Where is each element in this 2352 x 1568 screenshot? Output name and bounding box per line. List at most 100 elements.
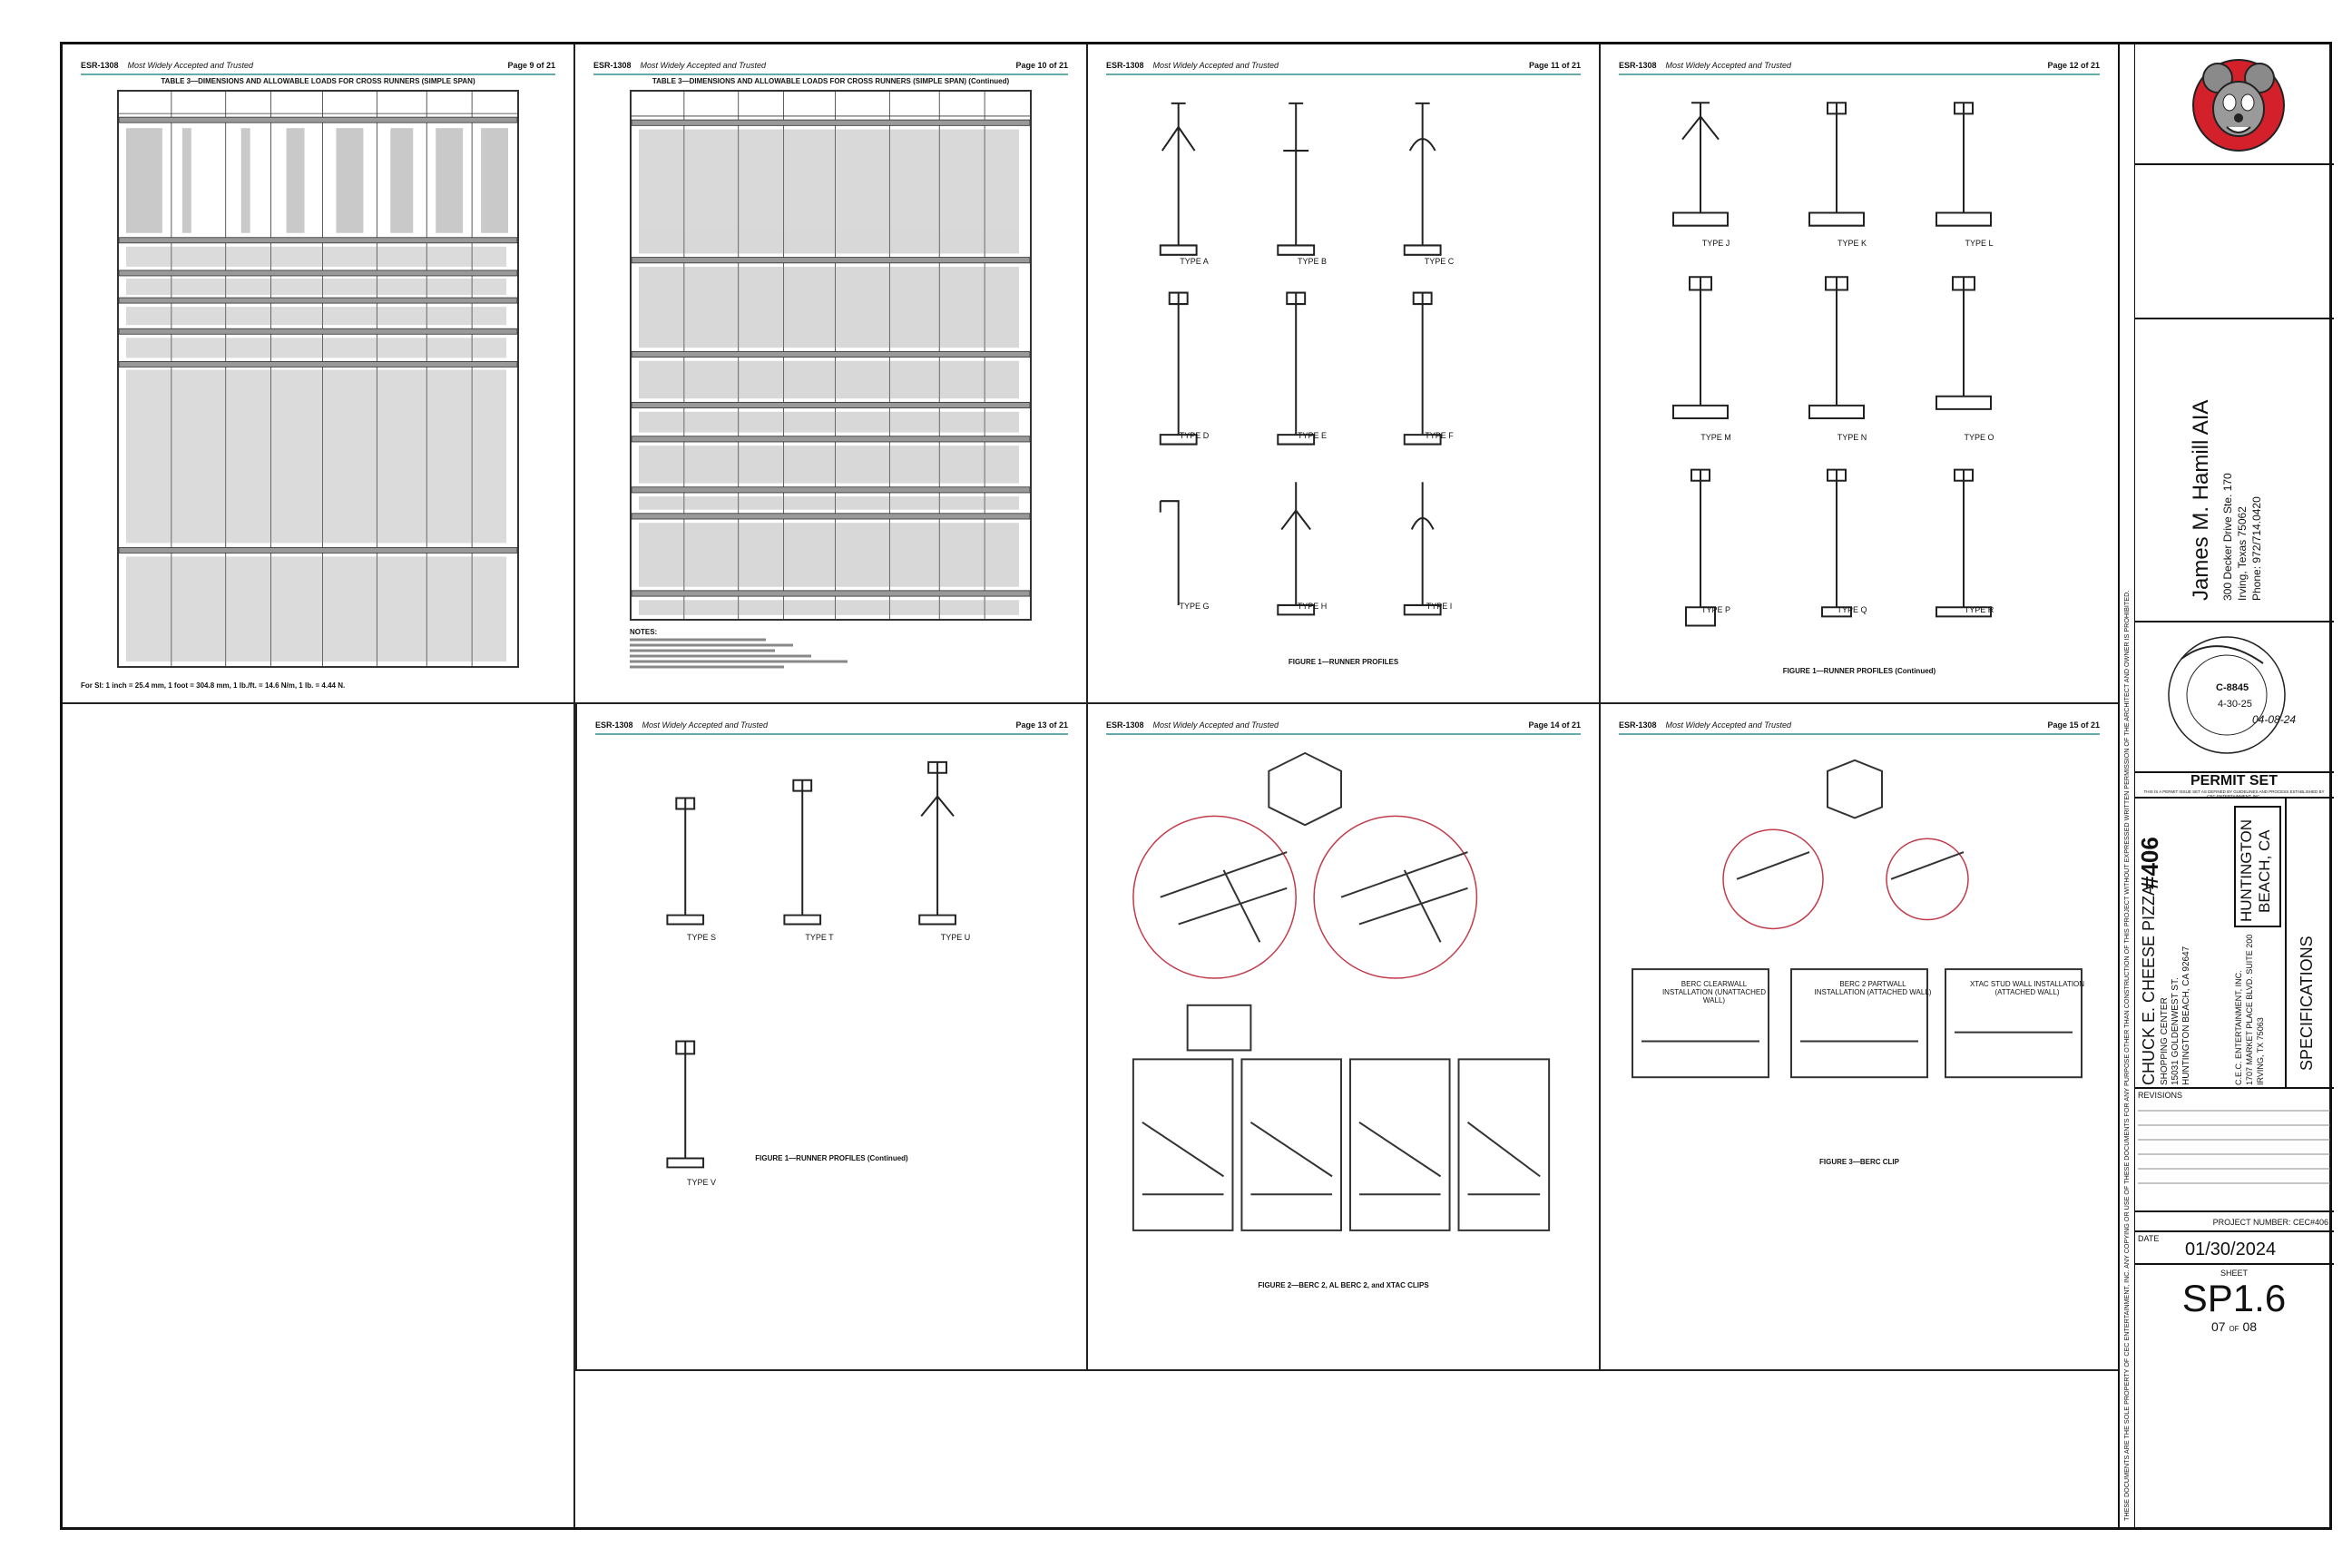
tagline: Most Widely Accepted and Trusted	[127, 61, 254, 70]
date-label: DATE	[2138, 1234, 2160, 1243]
sheet-of: 07 OF 08	[2134, 1319, 2334, 1337]
stamp-exp: 4-30-25	[2218, 699, 2252, 710]
esr-number: ESR-1308	[595, 720, 633, 730]
page-number: Page 14 of 21	[1528, 720, 1581, 730]
figure-caption: FIGURE 2—BERC 2, AL BERC 2, and XTAC CLI…	[1258, 1281, 1429, 1289]
page-header: ESR-1308 Most Widely Accepted and Truste…	[1619, 717, 2100, 735]
page-number: Page 12 of 21	[2047, 61, 2100, 70]
page-9-panel: ESR-1308 Most Widely Accepted and Truste…	[63, 44, 575, 704]
stamp-section: C-8845 4-30-25 04-08-24	[2134, 622, 2334, 773]
sheet-of-word: OF	[2229, 1325, 2239, 1333]
tagline: Most Widely Accepted and Trusted	[642, 720, 769, 730]
berc-clip-drawing	[1619, 744, 2100, 1338]
runner-profiles-drawing	[1106, 84, 1581, 671]
notes-heading: NOTES:	[630, 628, 658, 636]
esr-number: ESR-1308	[1619, 61, 1657, 70]
type-g-label: TYPE G	[1179, 602, 1210, 611]
title-block: THESE DOCUMENTS ARE THE SOLE PROPERTY OF…	[2118, 42, 2334, 1530]
clips-svg	[1132, 751, 1551, 1231]
figure-caption: FIGURE 1—RUNNER PROFILES (Continued)	[1782, 667, 1936, 675]
tagline: Most Widely Accepted and Trusted	[1665, 61, 1792, 70]
runner-table	[630, 90, 1032, 621]
table-grid	[632, 92, 1030, 619]
type-u-label: TYPE U	[940, 933, 971, 942]
esr-number: ESR-1308	[1106, 61, 1144, 70]
page-number: Page 10 of 21	[1015, 61, 1068, 70]
architect-address1: 300 Decker Drive Ste. 170	[2221, 473, 2234, 601]
project-number: #406	[2136, 837, 2163, 889]
runner-profiles-drawing	[595, 744, 1068, 1338]
profiles-svg	[1159, 102, 1442, 616]
page-header: ESR-1308 Most Widely Accepted and Truste…	[1106, 57, 1581, 75]
project-addr3: HUNTINGTON BEACH, CA 92647	[2181, 946, 2191, 1085]
figure-caption: FIGURE 1—RUNNER PROFILES	[1288, 658, 1399, 666]
city-line1: HUNTINGTON	[2238, 818, 2255, 922]
sheet-number: SP1.6	[2181, 1277, 2287, 1319]
architect-address2: Irving, Texas 75062	[2236, 506, 2249, 601]
sheet-frame	[60, 42, 2332, 1530]
architect-seal	[2168, 636, 2286, 754]
permit-sub: THIS IS A PERMIT ISSUE SET AS DEFINED BY…	[2143, 789, 2325, 799]
date-section: DATE 01/30/2024	[2134, 1232, 2334, 1265]
page-header: ESR-1308 Most Widely Accepted and Truste…	[81, 57, 555, 75]
tagline: Most Widely Accepted and Trusted	[1152, 61, 1279, 70]
clip-detail-drawing	[1106, 744, 1581, 1338]
disclaimer-text: THESE DOCUMENTS ARE THE SOLE PROPERTY OF…	[2122, 590, 2131, 1521]
page-header: ESR-1308 Most Widely Accepted and Truste…	[1106, 717, 1581, 735]
project-number-text: PROJECT NUMBER: CEC#406	[2212, 1218, 2328, 1227]
type-b-label: TYPE B	[1297, 257, 1327, 266]
type-v-label: TYPE V	[686, 1178, 716, 1187]
page-13-panel: ESR-1308 Most Widely Accepted and Truste…	[575, 704, 1088, 1371]
profiles-svg	[666, 760, 956, 1169]
berc-clearwall-label: BERC CLEARWALL INSTALLATION (UNATTACHED …	[1661, 980, 1767, 1004]
esr-number: ESR-1308	[1106, 720, 1144, 730]
page-10-panel: ESR-1308 Most Widely Accepted and Truste…	[575, 44, 1088, 704]
revisions-label: REVISIONS	[2138, 1091, 2183, 1100]
logo-section	[2134, 42, 2334, 165]
tagline: Most Widely Accepted and Trusted	[640, 61, 767, 70]
revision-lines	[2138, 1110, 2330, 1184]
page-12-panel: ESR-1308 Most Widely Accepted and Truste…	[1601, 44, 2118, 704]
berc-svg	[1632, 759, 2082, 1079]
table-title: TABLE 3—DIMENSIONS AND ALLOWABLE LOADS F…	[652, 77, 1010, 85]
notes-lines	[630, 638, 848, 669]
empty-panel	[63, 704, 575, 1527]
tagline: Most Widely Accepted and Trusted	[1665, 720, 1792, 730]
sheet-label: SHEET	[2220, 1269, 2248, 1278]
permit-heading: PERMIT SET	[2190, 773, 2278, 789]
page-number: Page 9 of 21	[507, 61, 555, 70]
project-name: CHUCK E. CHEESE PIZZA	[2140, 884, 2158, 1085]
type-t-label: TYPE T	[805, 933, 834, 942]
page-11-panel: ESR-1308 Most Widely Accepted and Truste…	[1088, 44, 1601, 704]
tagline: Most Widely Accepted and Trusted	[1152, 720, 1279, 730]
owner-line3: IRVING, TX 75063	[2256, 1017, 2265, 1085]
divider	[2285, 799, 2287, 1089]
runner-profiles-drawing	[1619, 84, 2100, 671]
type-c-label: TYPE C	[1424, 257, 1455, 266]
type-i-label: TYPE I	[1426, 602, 1453, 611]
type-s-label: TYPE S	[686, 933, 716, 942]
table-title: TABLE 3—DIMENSIONS AND ALLOWABLE LOADS F…	[161, 77, 475, 85]
date-value: 01/30/2024	[2185, 1240, 2277, 1259]
runner-table	[117, 90, 519, 668]
xtac-studwall-label: XTAC STUD WALL INSTALLATION (ATTACHED WA…	[1969, 980, 2085, 996]
page-number: Page 15 of 21	[2047, 720, 2100, 730]
sheet-current: 07	[2210, 1319, 2226, 1334]
esr-number: ESR-1308	[81, 61, 119, 70]
sheet-title: SPECIFICATIONS	[2298, 936, 2316, 1071]
type-a-label: TYPE A	[1180, 257, 1209, 266]
type-h-label: TYPE H	[1297, 602, 1328, 611]
type-p-label: TYPE P	[1700, 605, 1730, 614]
city-box: HUNTINGTON BEACH, CA	[2234, 806, 2281, 927]
figure-caption: FIGURE 1—RUNNER PROFILES (Continued)	[755, 1154, 908, 1162]
page-header: ESR-1308 Most Widely Accepted and Truste…	[595, 717, 1068, 735]
page-header: ESR-1308 Most Widely Accepted and Truste…	[593, 57, 1068, 75]
type-d-label: TYPE D	[1179, 431, 1210, 440]
type-o-label: TYPE O	[1964, 433, 1994, 442]
project-addr1: SHOPPING CENTER	[2160, 997, 2170, 1085]
stamp-date: 04-08-24	[2252, 713, 2297, 726]
figure-caption: FIGURE 3—BERC CLIP	[1818, 1158, 1899, 1166]
project-number-section: PROJECT NUMBER: CEC#406	[2134, 1212, 2334, 1232]
architect-phone: Phone: 972/714.0420	[2250, 496, 2263, 601]
page-14-panel: ESR-1308 Most Widely Accepted and Truste…	[1088, 704, 1601, 1371]
